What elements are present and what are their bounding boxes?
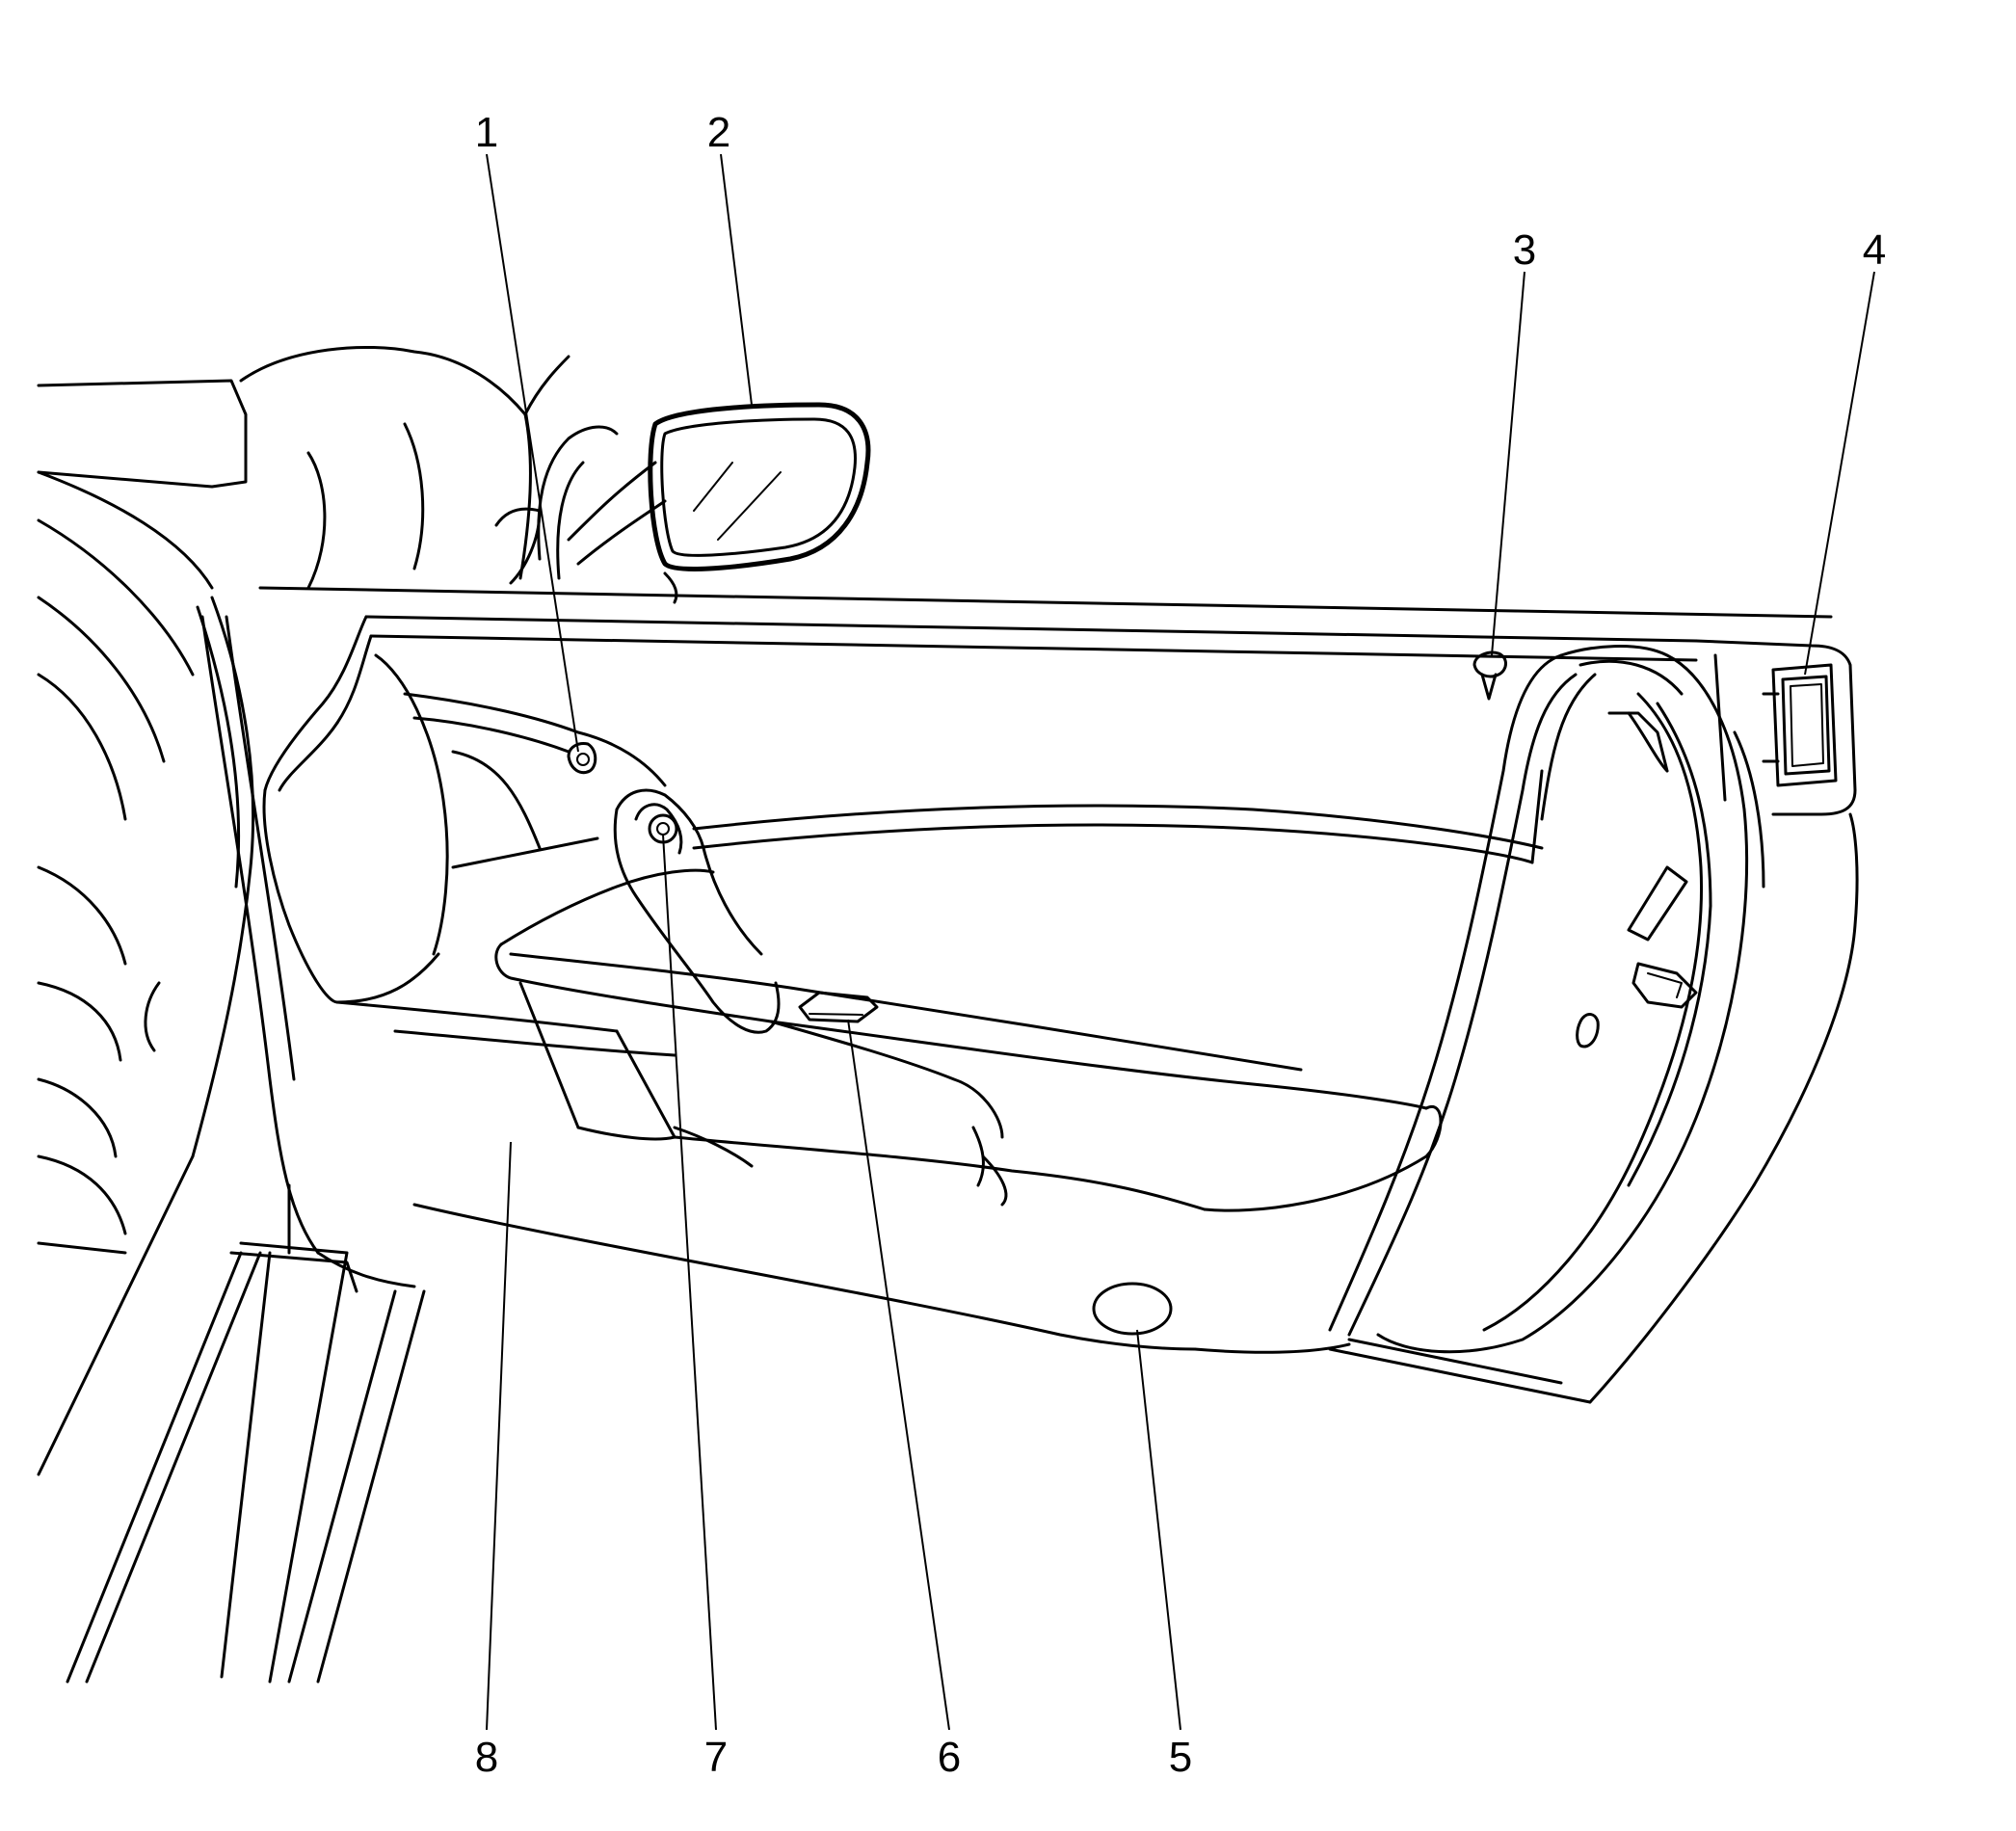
callout-6: 6 — [938, 1734, 961, 1781]
door-upper-frame — [258, 586, 1857, 816]
callout-4: 4 — [1863, 226, 1886, 274]
callout-3: 3 — [1513, 226, 1536, 274]
lock-module — [1762, 663, 1838, 787]
leader-7 — [662, 834, 717, 1731]
callout-labels: 1 2 3 4 5 6 7 8 — [475, 109, 1886, 1781]
leader-lines — [486, 153, 1875, 1731]
leader-8 — [486, 1141, 512, 1731]
callout-2: 2 — [707, 109, 730, 156]
leader-1 — [486, 153, 579, 753]
inside-handle-bezel — [613, 788, 781, 1034]
leader-2 — [720, 153, 753, 406]
door-trim-panel — [262, 615, 1859, 1404]
callout-5: 5 — [1169, 1734, 1192, 1781]
outside-mirror — [494, 355, 871, 604]
access-plug — [1092, 1282, 1173, 1336]
callout-1: 1 — [475, 109, 498, 156]
leader-4 — [1804, 271, 1875, 676]
leader-6 — [847, 1019, 950, 1731]
leader-5 — [1136, 1329, 1181, 1731]
top-clip — [1472, 650, 1507, 701]
callout-7: 7 — [704, 1734, 728, 1781]
callout-8: 8 — [475, 1734, 498, 1781]
fastener-screw — [567, 742, 597, 775]
door-edge-seal — [1328, 645, 1765, 1354]
leader-3 — [1491, 271, 1525, 656]
window-switch-bezel — [798, 991, 879, 1023]
vehicle-body-outline — [37, 345, 532, 1684]
